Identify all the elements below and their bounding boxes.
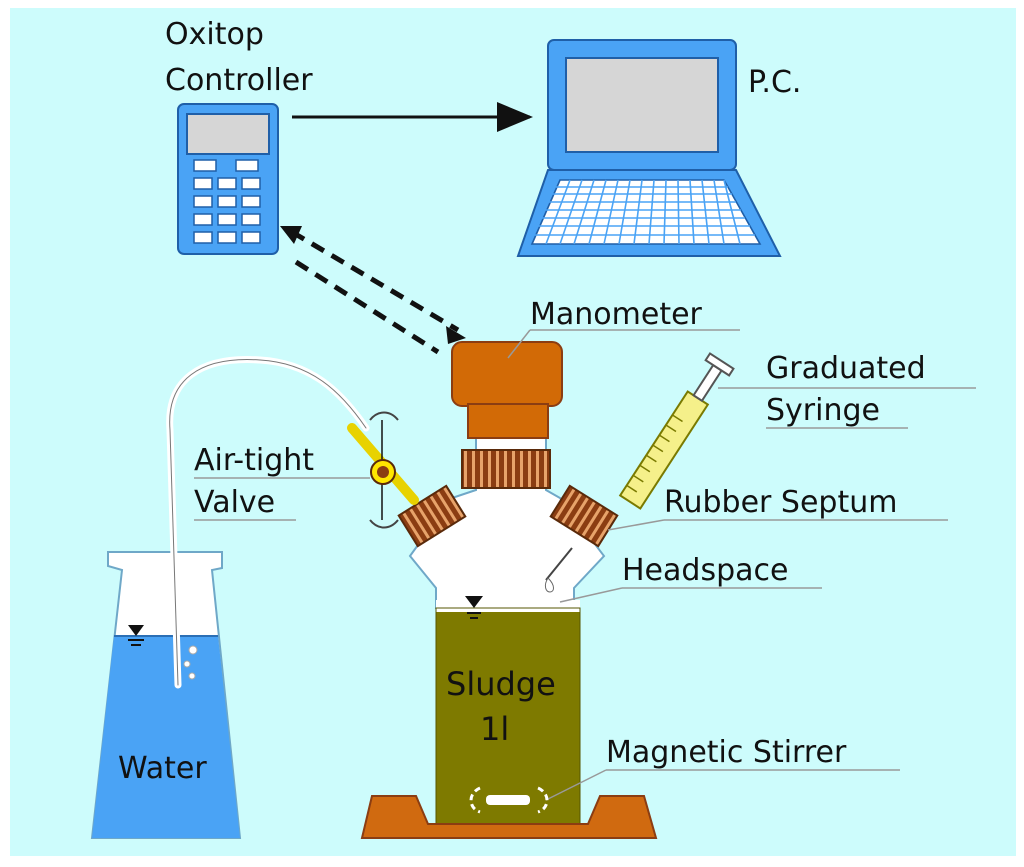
- oxitop-label-line1: Oxitop: [165, 17, 264, 52]
- valve-neck-thread: [397, 484, 467, 548]
- headspace-label: Headspace: [622, 553, 788, 588]
- water-level-marker-icon: [128, 625, 144, 646]
- water-label: Water: [118, 751, 207, 786]
- headspace-leader-line: [559, 587, 623, 603]
- rubber-septum-label: Rubber Septum: [664, 485, 897, 520]
- sludge-level-marker-icon: [465, 596, 483, 619]
- graduated-syringe-icon: [544, 352, 735, 593]
- magnetic-stirrer-label: Magnetic Stirrer: [606, 735, 847, 770]
- wireless-link: [290, 229, 460, 355]
- valve-label-line1: Air-tight: [194, 443, 314, 478]
- valve-label-line2: Valve: [194, 485, 275, 520]
- gas-bubbles-icon: [183, 645, 198, 680]
- manometer-leader-line: [507, 329, 531, 359]
- manometer-label: Manometer: [530, 297, 703, 332]
- syringe-label-line2: Syringe: [766, 393, 880, 428]
- wireless-arrow-up-icon: [280, 226, 302, 244]
- water-beaker: [90, 551, 242, 839]
- oxitop-controller-icon: [177, 103, 279, 255]
- oxitop-label-line2: Controller: [165, 63, 313, 98]
- rubber-septum-leader-line: [607, 519, 665, 531]
- sludge-label-line1: Sludge: [446, 665, 556, 703]
- syringe-label-line1: Graduated: [766, 351, 926, 386]
- pc-label: P.C.: [748, 65, 801, 100]
- manometer-head: [451, 341, 563, 489]
- magnetic-stirrer-base: [360, 795, 658, 839]
- stir-bar-icon: [469, 786, 549, 814]
- wireless-arrow-down-icon: [446, 326, 466, 344]
- septum-neck-thread: [549, 484, 619, 548]
- laptop-icon: [516, 39, 782, 257]
- sludge-label-line2: 1l: [480, 710, 509, 748]
- magnetic-stirrer-leader-line: [545, 769, 607, 801]
- air-tight-valve-icon: [347, 411, 419, 529]
